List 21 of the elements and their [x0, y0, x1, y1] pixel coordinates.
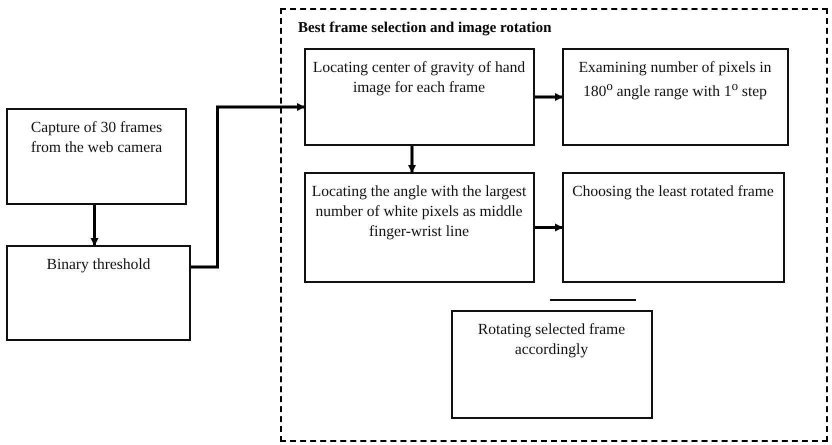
step-text: Binary threshold — [46, 255, 152, 275]
process-box — [304, 48, 534, 146]
arrow — [535, 93, 563, 101]
process-box — [562, 172, 784, 282]
step-text: Rotating selected frame accordingly — [476, 320, 626, 360]
group-title: Best frame selection and image rotation — [298, 20, 552, 37]
group-boundary — [280, 8, 828, 442]
step-text: Locating the angle with the largest number of white pixels as middle finger-wrist line — [310, 182, 528, 242]
step-text: Choosing the least rotated frame — [571, 182, 775, 202]
arrow — [408, 146, 416, 173]
process-box — [6, 245, 191, 341]
process-box — [562, 48, 788, 146]
process-box — [450, 310, 652, 418]
step-text: Capture of 30 frames from the web camera — [30, 118, 164, 158]
step-text: Locating center of gravity of hand image for each frame — [312, 58, 526, 98]
process-box — [6, 108, 187, 205]
process-box — [304, 172, 534, 282]
arrow — [90, 205, 98, 246]
arrow — [191, 103, 305, 268]
arrow — [535, 224, 563, 232]
step-text: Examining number of pixels in 180$^{o}$ angle range with 1$^{o}$ step — [578, 58, 772, 102]
